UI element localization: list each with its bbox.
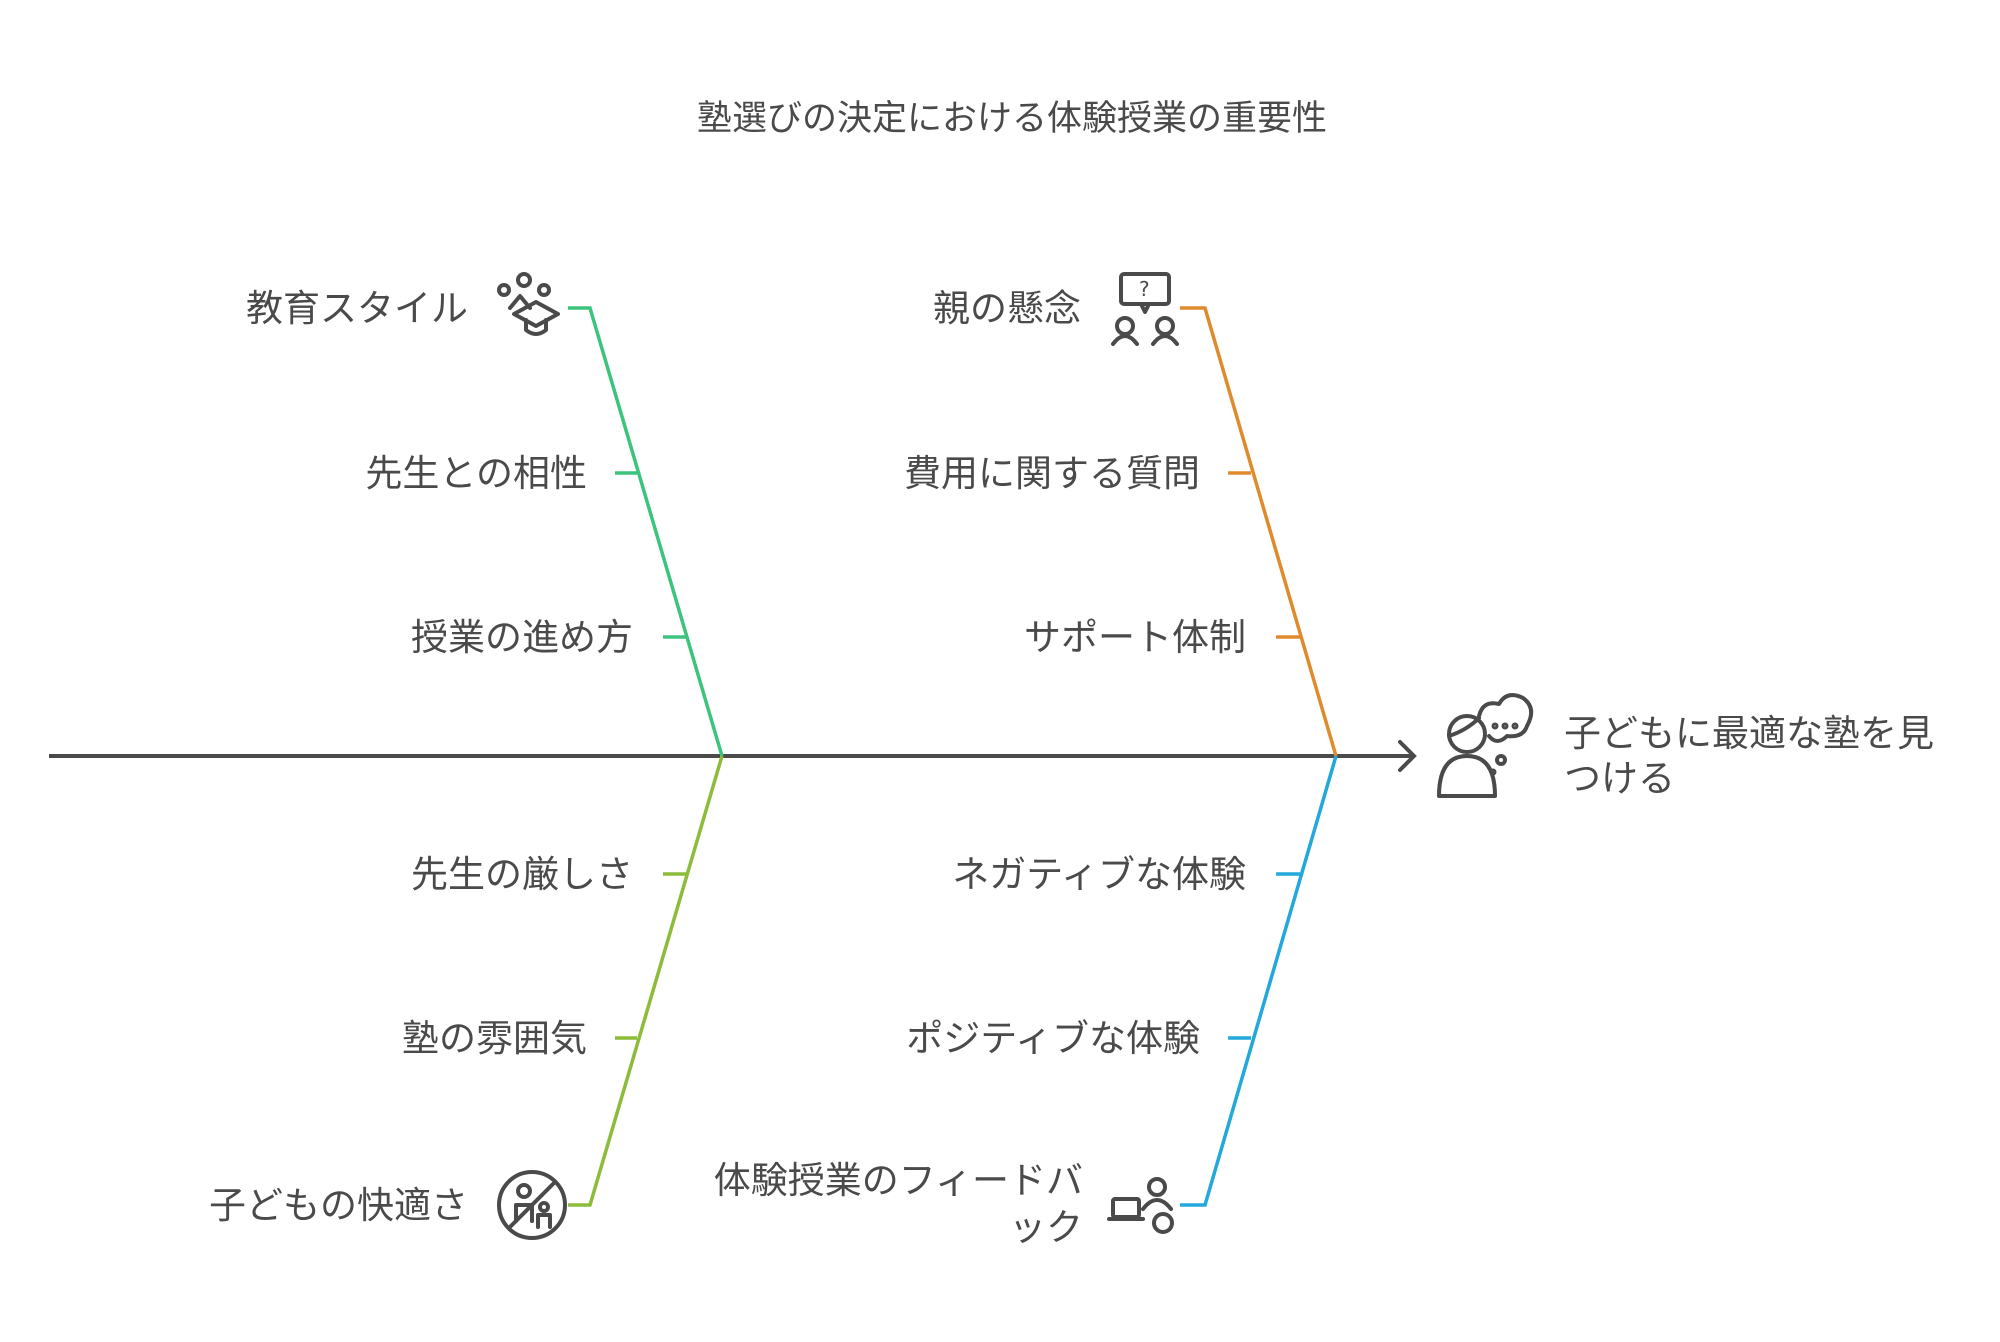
category-label-parents: 親の懸念 — [933, 287, 1081, 330]
cause-label: ポジティブな体験 — [906, 1017, 1200, 1060]
category-label-feedback-line1: 体験授業のフィードバ — [714, 1159, 1083, 1202]
cause-label: 塾の雰囲気 — [402, 1017, 587, 1060]
branch-feedback — [1180, 755, 1338, 1207]
cause-label: 授業の進め方 — [411, 616, 633, 659]
graduation-cap-icon — [497, 272, 560, 336]
outcome-label-line2: つける — [1564, 757, 1675, 800]
cause-label: 先生の厳しさ — [411, 853, 633, 896]
diagram-title: 塾選びの決定における体験授業の重要性 — [697, 99, 1327, 139]
no-family-icon — [497, 1170, 567, 1240]
category-label-feedback-line2: ック — [1009, 1206, 1083, 1249]
laptop-user-icon — [1107, 1177, 1174, 1234]
branch-comfort — [568, 755, 724, 1207]
cause-label: サポート体制 — [1024, 616, 1246, 659]
branch-education — [568, 306, 724, 757]
category-label-comfort: 子どもの快適さ — [209, 1184, 468, 1227]
cause-label: 先生との相性 — [365, 452, 587, 495]
svg-text:?: ? — [1139, 277, 1150, 301]
cause-label: 費用に関する質問 — [904, 452, 1200, 495]
branch-parents — [1180, 306, 1338, 757]
category-label-education: 教育スタイル — [246, 287, 468, 330]
cause-label: ネガティブな体験 — [952, 853, 1246, 896]
spine — [49, 740, 1417, 772]
question-people-icon: ? — [1111, 272, 1179, 346]
outcome-label-line1: 子どもに最適な塾を見 — [1564, 712, 1934, 755]
thinking-person-icon — [1437, 693, 1534, 798]
